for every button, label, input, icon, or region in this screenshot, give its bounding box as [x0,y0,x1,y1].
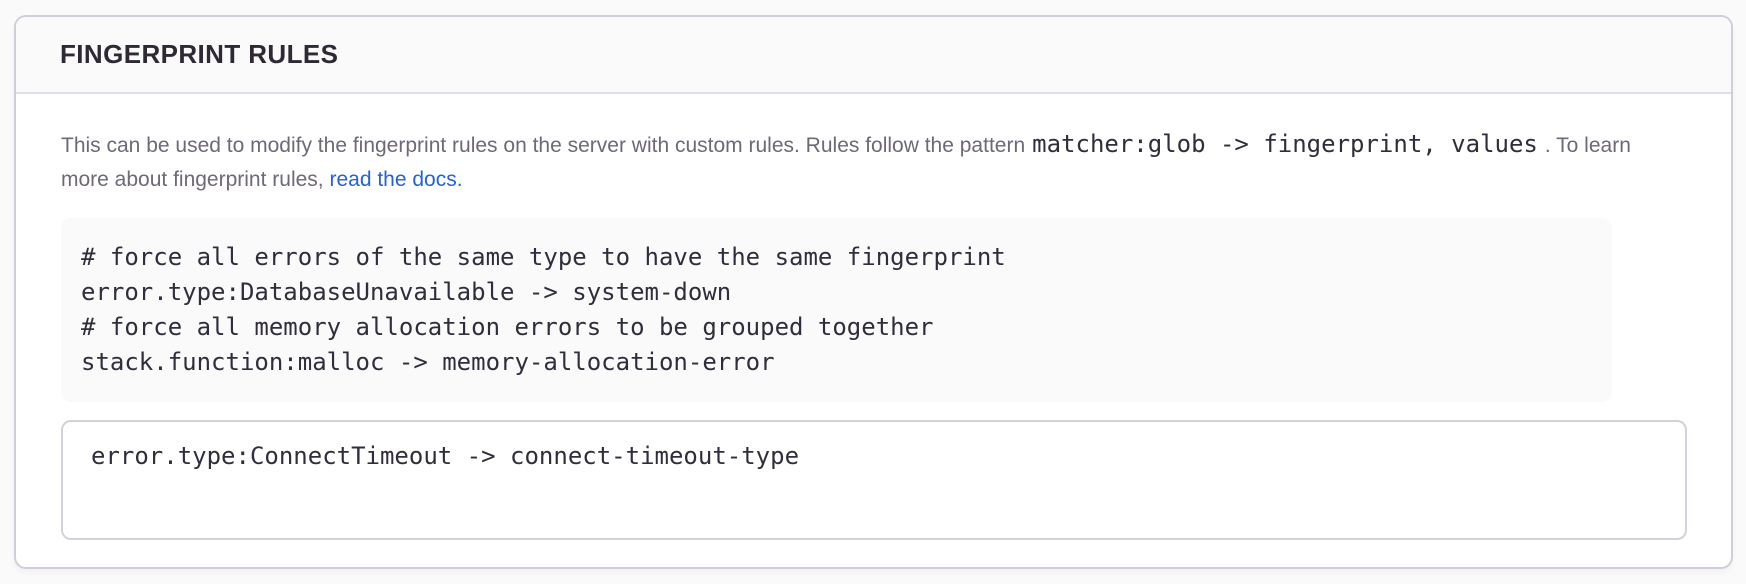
panel-title: FINGERPRINT RULES [60,39,339,69]
panel-body: This can be used to modify the fingerpri… [16,94,1731,540]
pattern-inline-code: matcher:glob -> fingerprint, values [1032,130,1538,158]
fingerprint-rules-input[interactable]: error.type:ConnectTimeout -> connect-tim… [61,420,1687,540]
panel-header: FINGERPRINT RULES [16,17,1731,94]
description-text-start: This can be used to modify the fingerpri… [61,134,1026,157]
example-code-block: # force all errors of the same type to h… [61,218,1612,402]
field-description: This can be used to modify the fingerpri… [61,127,1631,197]
read-docs-link[interactable]: read the docs. [329,168,463,191]
fingerprint-rules-panel: FINGERPRINT RULES This can be used to mo… [14,15,1733,569]
description-text-end: . To learn more about fingerprint rules, [61,134,1631,191]
